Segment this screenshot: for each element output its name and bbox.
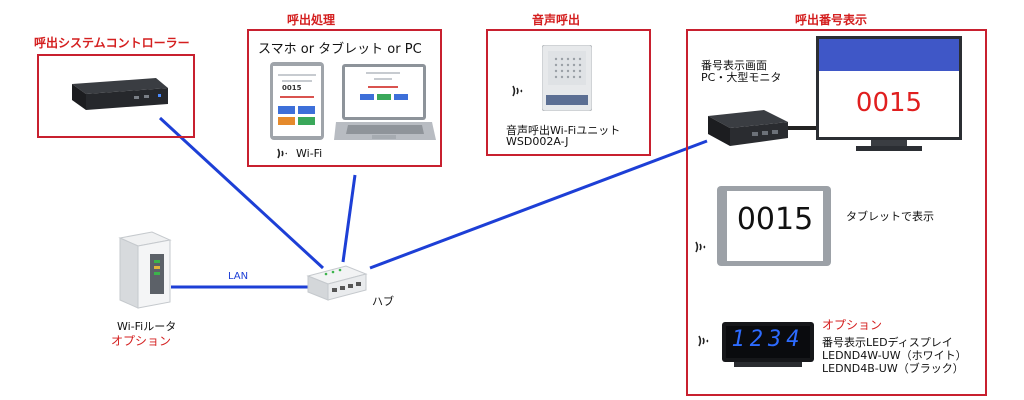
led-label-line1: 番号表示LEDディスプレイ [822,336,953,349]
voice-call-title: 音声呼出 [532,13,581,27]
controller-title: 呼出システムコントローラー [34,36,190,50]
wifi-icon [698,334,712,348]
call-processing-title: 呼出処理 [287,13,336,27]
voice-unit-label-line2: WSD002A-J [506,135,569,148]
monitor-label-line2: PC・大型モニタ [701,71,782,84]
voice-call-frame [486,29,651,156]
speaker-unit-icon [542,45,592,111]
laptop-icon [334,64,436,142]
number-display-title: 呼出番号表示 [795,13,868,27]
monitor-number: 0015 [855,88,923,118]
cable-controller-to-hub [158,116,325,270]
mini-pc-icon [64,72,172,116]
cable-display-to-hub [369,139,708,270]
led-label-line2: LEDND4W-UW（ホワイト） [822,349,967,362]
tablet-device-icon [270,62,324,140]
wifi-icon [695,240,709,254]
devices-label: スマホ or タブレット or PC [258,42,422,57]
wifi-icon [512,84,528,98]
tablet-display [717,186,831,266]
monitor-label-line1: 番号表示画面 [701,59,767,72]
number-display-frame [686,29,987,396]
led-display-device [722,322,814,368]
cable-pc-to-hub [341,174,357,263]
router-option-label: オプション [111,334,172,348]
voice-unit-label-line1: 音声呼出Wi-Fiユニット [506,124,621,137]
wifi-icon [277,147,293,159]
led-label-line3: LEDND4B-UW（ブラック） [822,362,964,375]
tablet-number: 0015 [736,202,814,237]
call-processing-frame [247,29,442,167]
lan-label: LAN [228,271,249,282]
led-option-label: オプション [822,318,883,332]
tablet-label: タブレットで表示 [846,210,934,223]
wifi-label: Wi-Fi [296,147,323,160]
wifi-router-icon [116,230,174,312]
hub-label: ハブ [372,295,394,308]
network-hub-icon [306,264,368,302]
phone-screen-number: 0015 [282,84,302,92]
display-pc-box-icon [704,106,792,150]
large-monitor [816,36,962,152]
controller-frame [37,54,195,138]
led-number: 1234 [731,327,805,352]
router-label: Wi-Fiルータ [117,320,177,333]
